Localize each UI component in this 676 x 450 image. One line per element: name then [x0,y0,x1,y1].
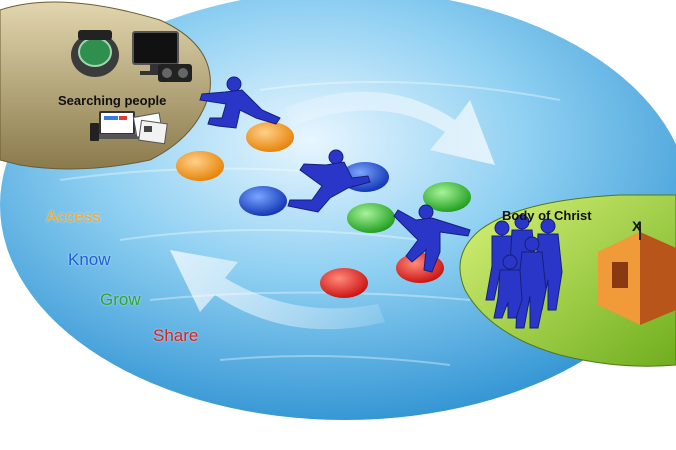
radio-device-icon [158,64,192,82]
laptop-device-icon [90,111,140,141]
tv-device-icon [71,30,119,77]
stage-label-grow: Grow [100,290,141,309]
cycle-arrow-bottom [170,250,385,330]
stone-orange-2 [176,151,224,181]
stone-orange-1 [246,122,294,152]
people-group [485,214,563,329]
searching-people-label: Searching people [58,93,167,108]
stone-green-2 [347,203,395,233]
stone-red-2 [320,268,368,298]
cross-mark-label: X [632,218,642,234]
stage-label-know: Know [68,250,111,269]
stone-blue-2 [239,186,287,216]
jumping-figure-3 [393,204,471,273]
stone-green-1 [423,182,471,212]
church-building-icon [598,222,676,325]
computer-monitor-icon [132,31,179,75]
newspapers-icon [132,112,168,145]
jumping-figure-1 [199,76,281,129]
stage-label-share: Share [153,326,199,345]
stage-label-access: Access [46,207,101,226]
stepping-stones [176,122,471,298]
cycle-arrow-top [285,91,495,165]
jumping-figure-2 [287,149,371,213]
body-of-christ-label: Body of Christ [502,208,592,223]
